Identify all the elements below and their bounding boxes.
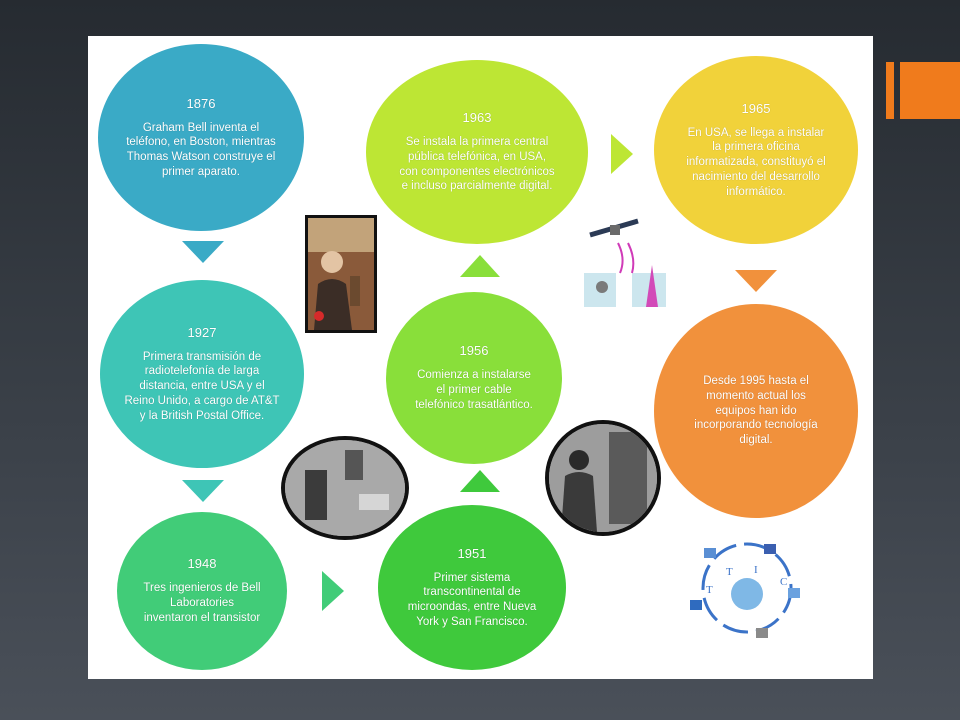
node-text: En USA, se llega a instalar la primera o… bbox=[686, 126, 826, 198]
arrow-down-2 bbox=[182, 480, 224, 502]
timeline-node-1927: 1927 Primera transmisión de radiotelefon… bbox=[100, 280, 304, 468]
node-text: Graham Bell inventa el teléfono, en Bost… bbox=[126, 121, 276, 178]
timeline-node-1948: 1948 Tres ingenieros de Bell Laboratorie… bbox=[117, 512, 287, 670]
accent-block bbox=[900, 62, 960, 119]
node-year: 1951 bbox=[457, 545, 487, 561]
tic-letter-c: C bbox=[780, 576, 788, 588]
node-text: Desde 1995 hasta el momento actual los e… bbox=[694, 375, 818, 447]
timeline-node-1995: Desde 1995 hasta el momento actual los e… bbox=[654, 304, 858, 518]
timeline-node-1876: 1876 Graham Bell inventa el teléfono, en… bbox=[98, 44, 304, 231]
node-year: 1963 bbox=[462, 110, 492, 126]
node-text: Comienza a instalarse el primer cable te… bbox=[415, 369, 533, 411]
arrow-right-2 bbox=[611, 134, 633, 174]
arrow-right-1 bbox=[322, 571, 344, 611]
satellite-illustration bbox=[582, 215, 668, 309]
tic-letter-t2: T bbox=[706, 584, 713, 596]
timeline-node-1956: 1956 Comienza a instalarse el primer cab… bbox=[386, 292, 562, 464]
node-year: 1965 bbox=[741, 100, 771, 116]
arrow-down-1 bbox=[182, 241, 224, 263]
node-year: 1927 bbox=[187, 324, 217, 340]
timeline-node-1965: 1965 En USA, se llega a instalar la prim… bbox=[654, 56, 858, 244]
arrow-up-2 bbox=[460, 255, 500, 277]
node-year: 1948 bbox=[187, 556, 217, 572]
node-text: Tres ingenieros de Bell Laboratories inv… bbox=[143, 582, 261, 624]
tic-letter-i: I bbox=[754, 564, 758, 576]
arrow-down-3 bbox=[735, 270, 777, 292]
operators-photo bbox=[545, 420, 661, 536]
arrow-up-1 bbox=[460, 470, 500, 492]
tic-letter-t1: T bbox=[726, 566, 733, 578]
node-text: Primera transmisión de radiotelefonía de… bbox=[124, 350, 280, 422]
node-year: 1876 bbox=[186, 95, 216, 111]
telephone-equipment-photo bbox=[281, 436, 409, 540]
tic-cycle-illustration: T I C T bbox=[684, 530, 810, 646]
node-text: Se instala la primera central pública te… bbox=[399, 136, 555, 193]
timeline-node-1951: 1951 Primer sistema transcontinental de … bbox=[378, 505, 566, 670]
node-text: Primer sistema transcontinental de micro… bbox=[407, 571, 537, 628]
accent-bar bbox=[886, 62, 894, 119]
node-year: 1956 bbox=[459, 343, 489, 359]
graham-bell-book-illustration bbox=[305, 215, 377, 333]
timeline-node-1963: 1963 Se instala la primera central públi… bbox=[366, 60, 588, 244]
